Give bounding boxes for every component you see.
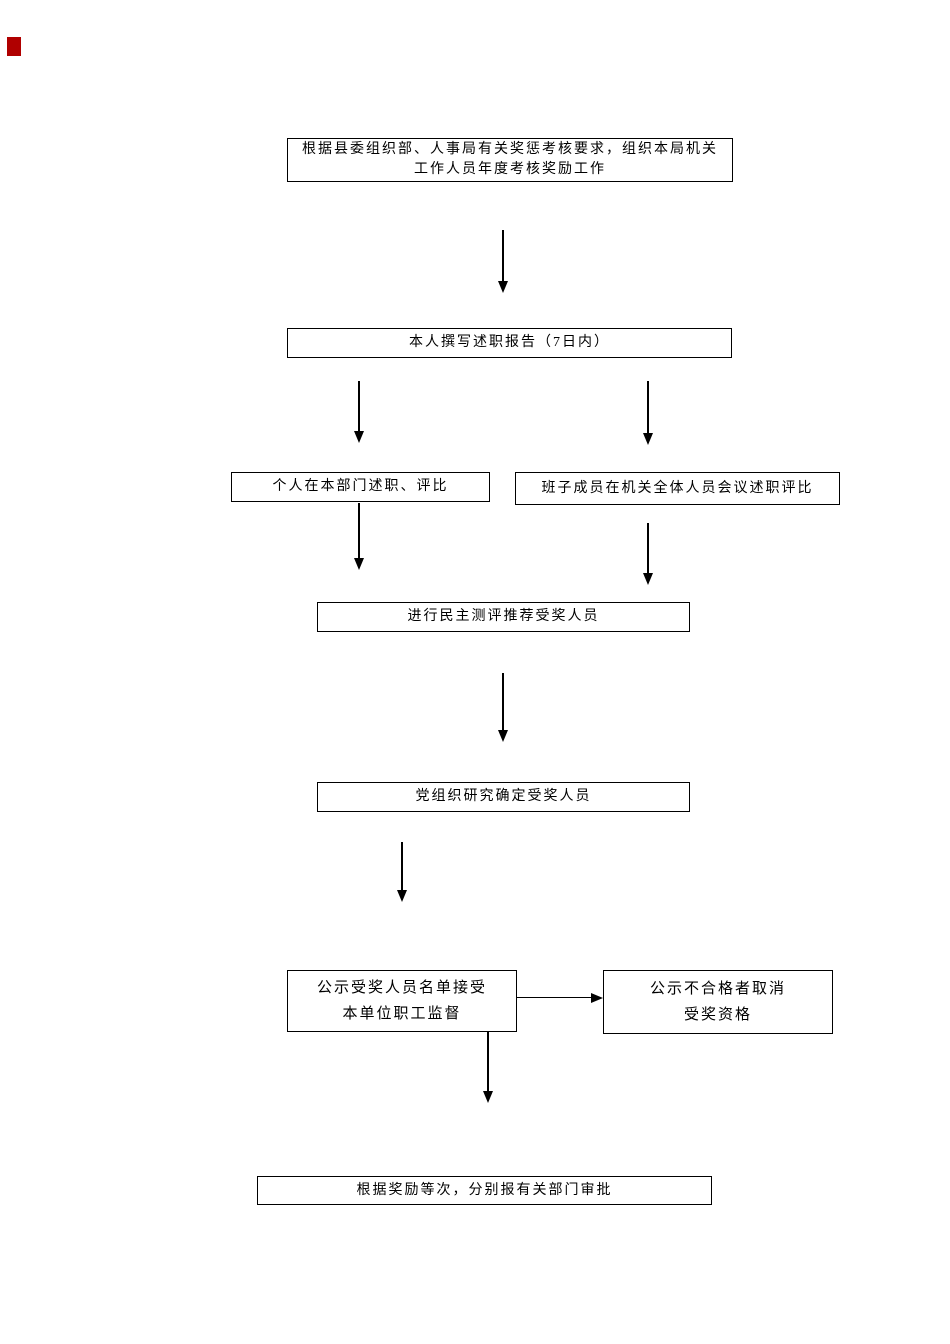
- arrowhead-down-icon: [643, 573, 653, 585]
- arrowhead-down-icon: [643, 433, 653, 445]
- node-approval: 根据奖励等次，分别报有关部门审批: [257, 1176, 712, 1205]
- node-publicity-line1: 公示受奖人员名单接受: [316, 980, 487, 996]
- arrowhead-down-icon: [498, 730, 508, 742]
- arrow-shaft: [647, 523, 649, 573]
- node-write-report: 本人撰写述职报告（7日内）: [287, 328, 732, 358]
- node-disqualification-line2: 受奖资格: [683, 1007, 752, 1023]
- node-write-report-label: 本人撰写述职报告（7日内）: [409, 335, 610, 350]
- node-individual-review-label: 个人在本部门述职、评比: [272, 479, 449, 494]
- node-start: 根据县委组织部、人事局有关奖惩考核要求，组织本局机关 工作人员年度考核奖励工作: [287, 138, 733, 182]
- node-individual-review: 个人在本部门述职、评比: [231, 472, 490, 502]
- node-publicity: 公示受奖人员名单接受 本单位职工监督: [287, 970, 517, 1032]
- node-team-review: 班子成员在机关全体人员会议述职评比: [515, 472, 840, 505]
- arrow-party-to-publicity: [397, 842, 408, 902]
- arrow-publicity-to-approval: [483, 1032, 494, 1103]
- node-start-line1: 根据县委组织部、人事局有关奖惩考核要求，组织本局机关: [302, 142, 718, 157]
- arrow-shaft: [647, 381, 649, 433]
- arrowhead-down-icon: [397, 890, 407, 902]
- arrow-shaft: [502, 673, 504, 730]
- arrow-team-to-assessment: [643, 523, 654, 585]
- node-party-decision-label: 党组织研究确定受奖人员: [415, 789, 592, 804]
- arrow-start-to-report: [498, 230, 509, 293]
- arrowhead-down-icon: [354, 558, 364, 570]
- arrow-assessment-to-party: [498, 673, 509, 742]
- arrow-individual-to-assessment: [354, 503, 365, 570]
- node-disqualification-line1: 公示不合格者取消: [649, 981, 786, 997]
- node-start-line2: 工作人员年度考核奖励工作: [414, 162, 606, 177]
- arrow-shaft: [502, 230, 504, 281]
- arrow-shaft: [487, 1032, 489, 1091]
- arrow-shaft: [358, 381, 360, 431]
- arrowhead-down-icon: [483, 1091, 493, 1103]
- arrowhead-down-icon: [498, 281, 508, 293]
- arrow-shaft: [401, 842, 403, 890]
- arrow-publicity-to-disqualification: [517, 992, 603, 1003]
- node-team-review-label: 班子成员在机关全体人员会议述职评比: [541, 480, 814, 496]
- arrowhead-right-icon: [591, 992, 603, 1003]
- node-democratic-assessment-label: 进行民主测评推荐受奖人员: [407, 609, 600, 624]
- node-democratic-assessment: 进行民主测评推荐受奖人员: [317, 602, 690, 632]
- red-mark: [7, 37, 21, 56]
- node-approval-label: 根据奖励等次，分别报有关部门审批: [356, 1182, 613, 1198]
- node-disqualification: 公示不合格者取消 受奖资格: [603, 970, 833, 1034]
- arrow-shaft: [517, 996, 591, 999]
- node-party-decision: 党组织研究确定受奖人员: [317, 782, 690, 812]
- arrowhead-down-icon: [354, 431, 364, 443]
- arrow-shaft: [358, 503, 360, 558]
- arrow-report-to-team: [643, 381, 654, 445]
- node-publicity-line2: 本单位职工监督: [342, 1006, 462, 1022]
- arrow-report-to-individual: [354, 381, 365, 443]
